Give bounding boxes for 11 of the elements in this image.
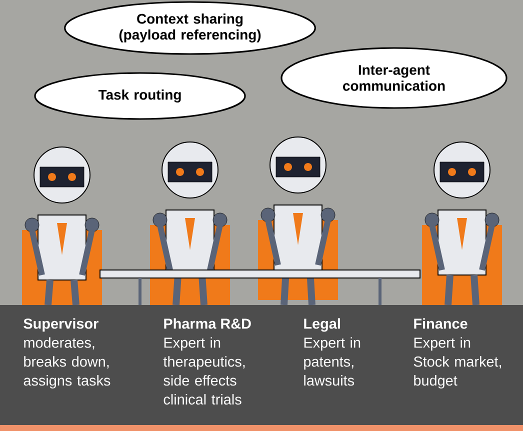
agent-description: moderates, breaks down, assigns tasks bbox=[24, 337, 110, 389]
speech-cloud: Inter-agent communication bbox=[280, 47, 508, 109]
speech-cloud: Context sharing (payload referencing) bbox=[64, 1, 316, 55]
agent-title: Pharma R&D bbox=[164, 318, 251, 329]
agent-description: Expert in therapeutics, side effects clinical trials bbox=[163, 337, 245, 405]
agent-title: Finance bbox=[414, 318, 468, 329]
speech-cloud: Task routing bbox=[34, 72, 246, 120]
agent-title: Supervisor bbox=[24, 318, 98, 332]
agent-description: Expert in patents, lawsuits bbox=[304, 337, 360, 386]
agent-description: Expert in Stock market, budget bbox=[414, 337, 502, 389]
agent-title: Legal bbox=[304, 318, 340, 332]
